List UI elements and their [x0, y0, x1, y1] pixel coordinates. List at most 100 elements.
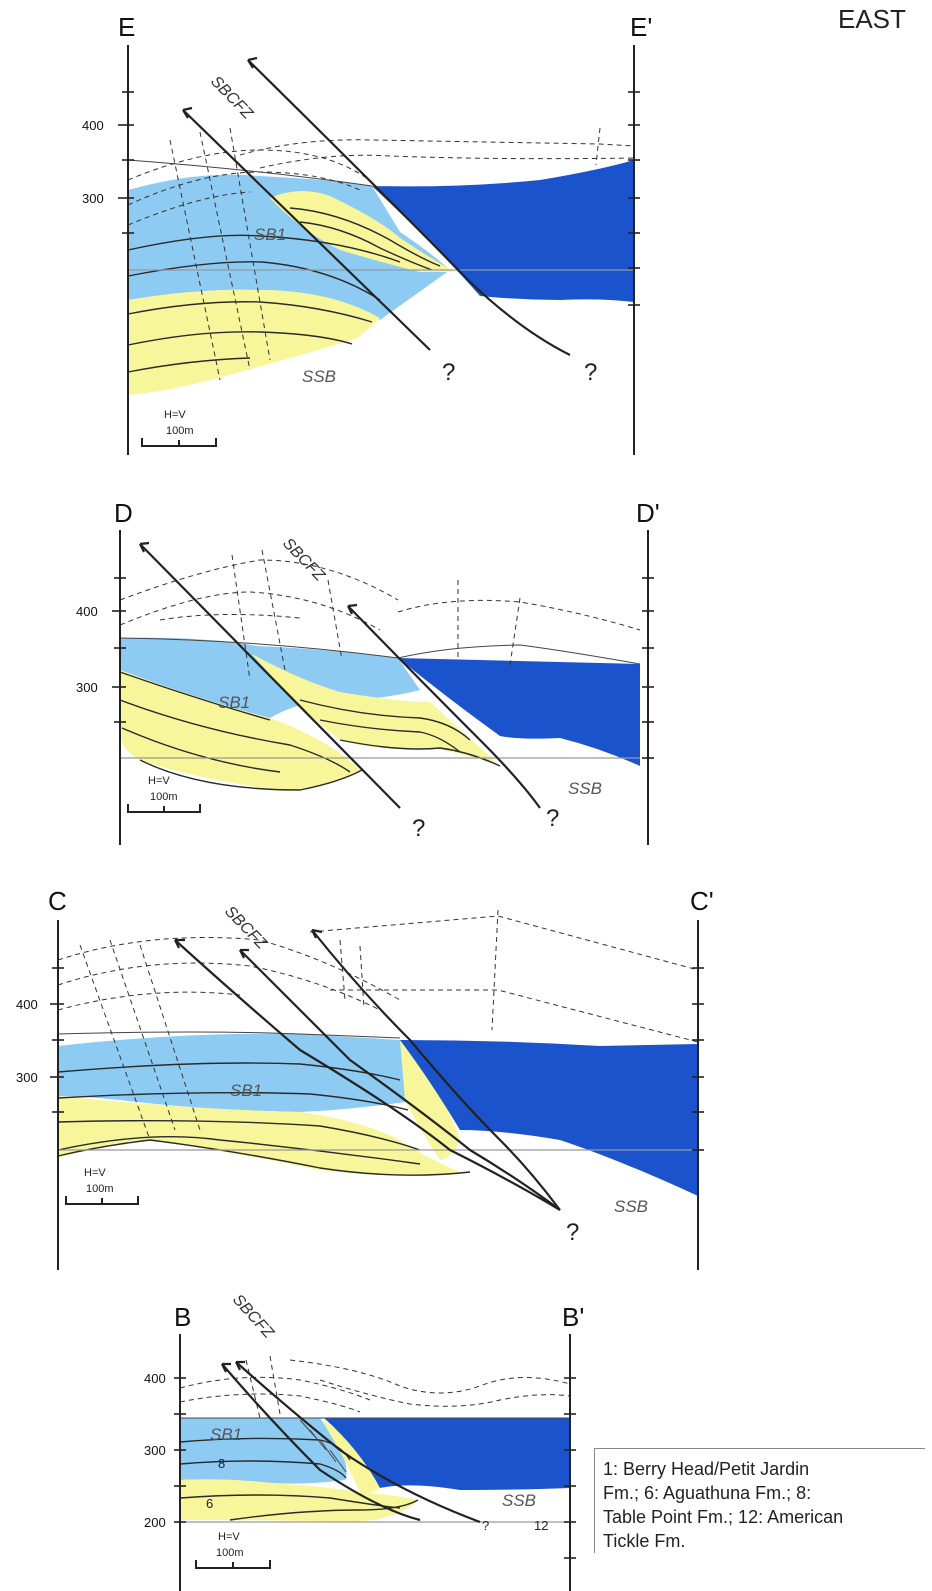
section-d-bed	[121, 727, 281, 773]
section-c-bed	[57, 1139, 471, 1176]
section-c-tick-300: 300	[16, 1070, 38, 1085]
section-e-query-1: ?	[442, 359, 455, 386]
section-d-left-letter: D	[114, 498, 133, 528]
section-e-bed	[127, 357, 251, 373]
section-e-projected-bed	[239, 139, 635, 156]
section-d: D D'	[76, 498, 660, 845]
section-b: B B' 400 300 2	[144, 1291, 584, 1591]
section-e-fault-zone-label: SBCFZ	[207, 73, 257, 123]
section-c-scale-ratio: H=V	[84, 1167, 106, 1179]
section-e-dark-blue-unit	[372, 160, 634, 302]
section-e-projected-fault	[169, 127, 271, 381]
section-e-bed	[127, 234, 401, 263]
section-b-projected-bed	[179, 1393, 361, 1413]
section-e-unit-sb1: SB1	[254, 225, 286, 244]
section-c-unit-ssb: SSB	[614, 1197, 648, 1216]
section-c-bed	[57, 1091, 409, 1111]
section-b-light-blue-unit	[180, 1418, 347, 1484]
east-direction-label: EAST	[838, 4, 906, 34]
section-d-fault-arrow	[139, 541, 150, 553]
section-b-fault-zone-label: SBCFZ	[229, 1291, 278, 1342]
section-d-scale-length: 100m	[150, 791, 178, 803]
section-e-light-blue-unit	[128, 174, 450, 320]
section-b-unit-sb1: SB1	[210, 1425, 242, 1444]
section-e-tick-400: 400	[82, 118, 104, 133]
section-c-fault-arrow	[311, 928, 323, 939]
section-e-projected-fault	[595, 127, 601, 166]
section-b-projected-bed	[319, 1379, 571, 1407]
section-d-yellow-lower	[120, 670, 360, 790]
section-b-tick-400: 400	[144, 1371, 166, 1386]
section-c-projected-fault	[79, 939, 201, 1141]
section-d-bed	[299, 699, 471, 741]
section-e-fault-arrow	[182, 106, 193, 119]
legend-line: Fm.; 6: Aguathuna Fm.; 8:	[603, 1483, 812, 1503]
section-d-scale-ratio: H=V	[148, 775, 170, 787]
section-e-projected-bed	[259, 154, 635, 169]
section-b-tick-200: 200	[144, 1515, 166, 1530]
section-b-projected-bed	[289, 1359, 571, 1394]
section-c-projected-bed	[57, 937, 401, 1001]
section-b-scale-ratio: H=V	[218, 1531, 240, 1543]
section-c-surface	[57, 1031, 401, 1039]
section-d-bed	[139, 759, 363, 791]
section-b-formation-12: 12	[534, 1518, 548, 1533]
section-e-fault	[182, 109, 431, 351]
section-d-tick-300: 300	[76, 680, 98, 695]
section-e-fault	[247, 59, 571, 356]
section-c-fault	[239, 949, 561, 1211]
section-e-projected-bed	[127, 171, 361, 206]
section-c-bed	[57, 1119, 421, 1151]
section-d-scale-bar	[127, 804, 201, 813]
section-d-query-1: ?	[412, 815, 425, 842]
legend-line: Tickle Fm.	[603, 1531, 686, 1551]
section-c-bed	[57, 1135, 421, 1165]
section-d-projected-bed	[119, 591, 381, 631]
legend-line: Table Point Fm.; 12: American	[603, 1507, 844, 1527]
section-d-right-letter: D'	[636, 498, 660, 528]
section-c-projected-bed	[309, 915, 699, 971]
section-b-fault	[235, 1361, 481, 1524]
section-c-scale-length: 100m	[86, 1183, 114, 1195]
section-e-bed	[289, 207, 441, 267]
section-e-scale-ratio: H=V	[164, 409, 186, 421]
section-d-bed	[119, 671, 271, 721]
section-c-unit-sb1: SB1	[230, 1081, 262, 1100]
section-b-right-letter: B'	[562, 1302, 584, 1332]
section-e-fault-arrow	[247, 56, 258, 69]
section-d-bed	[119, 699, 351, 773]
section-d-projected-bed	[397, 599, 641, 631]
section-c-dark-blue-unit	[400, 1040, 698, 1196]
section-b-bed	[179, 1460, 347, 1479]
section-d-projected-bed	[159, 613, 301, 621]
section-b-fault-arrow	[235, 1360, 245, 1371]
section-b-tick-300: 300	[144, 1443, 166, 1458]
section-c: C C'	[16, 886, 714, 1270]
section-e-bed	[127, 261, 381, 301]
section-d-surface	[119, 637, 399, 659]
section-c-right-letter: C'	[690, 886, 714, 916]
section-b-projected-fault	[245, 1355, 281, 1419]
legend-line: 1: Berry Head/Petit Jardin	[603, 1459, 810, 1479]
section-e-tick-300: 300	[82, 191, 104, 206]
section-c-fault-zone-label: SBCFZ	[221, 903, 271, 953]
section-c-fault-arrow	[239, 948, 249, 959]
section-e-surface	[127, 159, 373, 187]
section-e-right-letter: E'	[630, 12, 652, 42]
section-c-left-letter: C	[48, 886, 67, 916]
section-c-scale-bar	[65, 1196, 139, 1205]
section-b-bed	[229, 1499, 419, 1521]
section-e-yellow-lower	[128, 289, 380, 395]
legend: 1: Berry Head/Petit Jardin Fm.; 6: Aguat…	[594, 1448, 925, 1553]
section-c-projected-fault	[339, 909, 499, 1031]
section-c-projected-bed	[57, 962, 381, 1011]
section-e-bed	[127, 301, 373, 323]
section-d-projected-fault	[231, 549, 343, 681]
section-d-fault	[347, 605, 541, 809]
section-d-tick-400: 400	[76, 604, 98, 619]
section-b-scale-length: 100m	[216, 1547, 244, 1559]
section-d-unit-ssb: SSB	[568, 779, 602, 798]
section-e-bed	[127, 331, 353, 346]
section-c-projected-bed	[57, 991, 241, 1011]
